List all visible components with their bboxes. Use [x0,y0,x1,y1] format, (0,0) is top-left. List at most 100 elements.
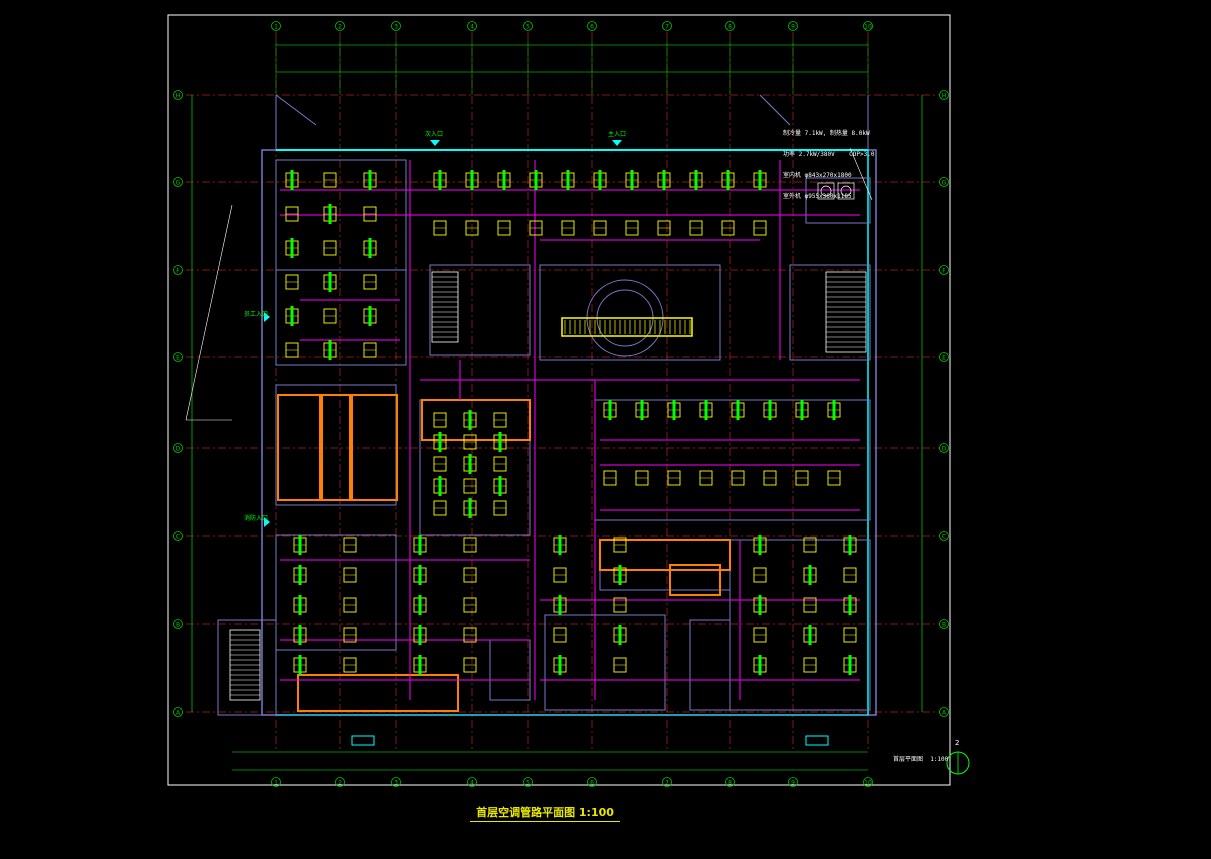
fan-coil-marker [368,238,372,258]
axis-bubble [173,443,183,453]
fan-coil-marker [534,170,538,190]
fan-coil-marker [598,170,602,190]
axis-label: B [176,622,180,629]
fan-coil-marker [672,400,676,420]
atrium [561,279,693,357]
axis-label: 4 [470,780,474,787]
axis-bubble [173,90,183,100]
axis-bubble [335,777,345,787]
fan-coil-marker [438,170,442,190]
fan-coil-marker [328,340,332,360]
axis-bubble [939,531,949,541]
axis-label: H [942,93,947,100]
fan-coil-marker [438,432,442,452]
axis-label: 5 [526,780,530,787]
spec-line: 室外机 φ955x360x1185 [783,193,852,200]
sheet-frame [167,14,951,786]
spec-line: 室内机 φ843x270x1800 [783,172,852,179]
fan-coil-marker [808,625,812,645]
axis-label: 10 [864,24,872,31]
axis-label: 1 [274,24,278,31]
axis-bubble [725,21,735,31]
fan-coil-marker [438,476,442,496]
equipment-rooms [277,394,731,712]
axis-bubble [173,619,183,629]
fan-coil-marker [618,565,622,585]
axis-label: 2 [338,780,342,787]
fan-coil-marker [726,170,730,190]
fan-coil-marker [298,565,302,585]
fan-coil-marker [558,595,562,615]
fan-coil-marker [290,170,294,190]
axis-label: H [176,93,181,100]
main-entrance-label: 主入口 [608,130,626,138]
fan-coil-marker [418,535,422,555]
fan-coil-marker [468,498,472,518]
fan-coil-marker [298,535,302,555]
axis-label: F [176,268,180,275]
equipment-spec-note: 制冷量 7.1kW, 制热量 8.0kW 功率 2.7kW/380V COP>3… [783,116,874,207]
axis-label: A [942,710,947,717]
fan-coil-units [290,170,852,675]
outdoor-units [817,182,855,200]
fan-coil-marker [704,400,708,420]
fan-coil-marker [694,170,698,190]
axis-bubble [173,177,183,187]
axis-label: 6 [590,780,594,787]
axis-bubble [467,777,477,787]
drawing-title: 首层空调管路平面图 1:100 [470,804,620,822]
axis-bubble [271,21,281,31]
fan-coil-marker [758,655,762,675]
axis-bubble [173,352,183,362]
axis-label: 9 [791,780,795,787]
axis-label: 4 [470,24,474,31]
axis-label: A [176,710,181,717]
axis-label: G [176,180,181,187]
fan-coil-marker [758,595,762,615]
axis-label: D [176,446,181,453]
axis-label: 7 [665,24,669,31]
axis-bubble [788,21,798,31]
fan-coil-marker [558,655,562,675]
tag-box-left [351,735,375,746]
axis-bubble [173,531,183,541]
axis-bubble [662,777,672,787]
axis-bubble [173,265,183,275]
fan-coil-marker [290,306,294,326]
fan-coil-marker [498,432,502,452]
fan-coil-marker [418,625,422,645]
detail-marker-number: 2 [955,739,959,747]
interior-walls [275,159,871,711]
axis-label: 5 [526,24,530,31]
axis-label: G [942,180,947,187]
fan-coil-marker [418,655,422,675]
axis-bubble [523,777,533,787]
dimension-lines [191,44,923,771]
axis-label: 10 [864,780,872,787]
spec-line: 制冷量 7.1kW, 制热量 8.0kW [783,130,870,137]
side-entrance-label: 次入口 [425,130,443,138]
fan-coil-marker [298,595,302,615]
staff-entrance-label: 员工入口 [244,311,268,318]
fan-coil-marker [502,170,506,190]
axis-bubble [173,707,183,717]
axis-bubble [335,21,345,31]
fan-coil-marker [290,238,294,258]
axis-label: 2 [338,24,342,31]
fan-coil-marker [848,655,852,675]
detail-marker: 2 [946,739,970,775]
axis-bubble [587,21,597,31]
axis-label: E [942,355,946,362]
axis-label: 9 [791,24,795,31]
fan-coil-marker [468,410,472,430]
fan-coil-marker [566,170,570,190]
axis-bubble [939,90,949,100]
axis-bubble [725,777,735,787]
fan-coil-marker [368,170,372,190]
fan-coil-marker [498,476,502,496]
fan-coil-marker [328,272,332,292]
axis-label: 3 [394,780,398,787]
axis-bubble [391,777,401,787]
fan-coil-marker [832,400,836,420]
